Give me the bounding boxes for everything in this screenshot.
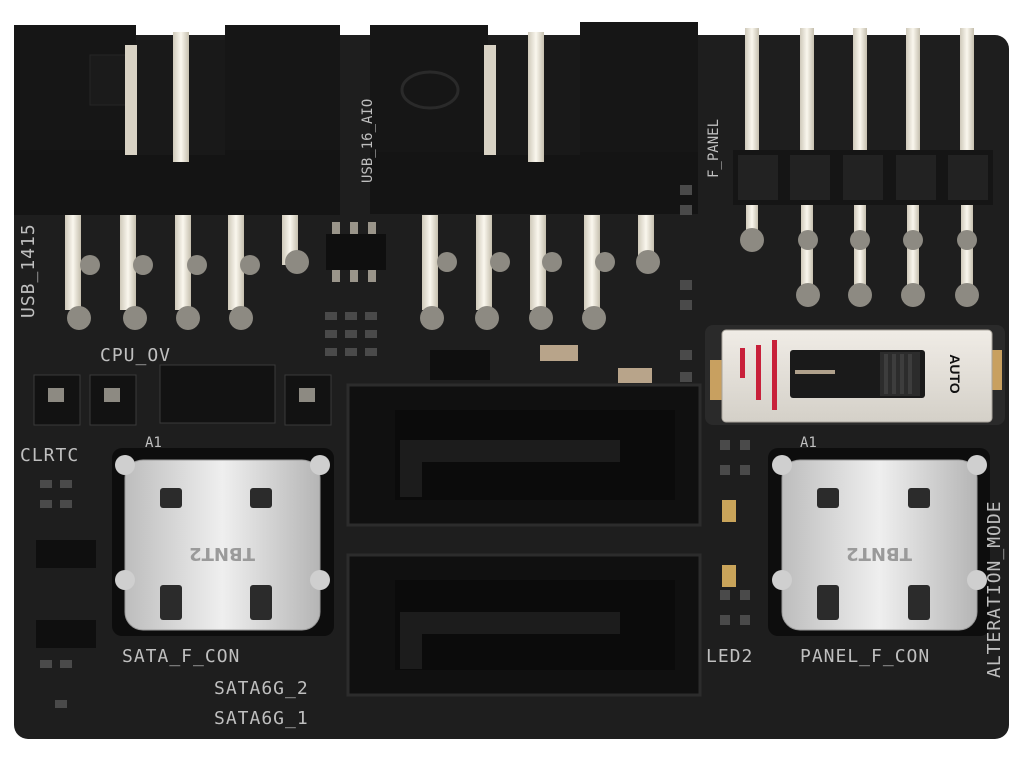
sata6g-2-connector: [346, 383, 702, 527]
usb-1415-header: [14, 25, 340, 330]
usb-c-port-left: TBNT2: [112, 448, 334, 636]
switch-auto-label: AUTO: [947, 354, 963, 394]
switch-red-marks: [740, 340, 777, 410]
label-a1-left: A1: [145, 435, 162, 451]
label-clrtc: CLRTC: [20, 445, 79, 466]
ic-chip-top: [326, 222, 386, 282]
usb-c-engraving-right: TBNT2: [846, 543, 912, 564]
usb-c-port-right: TBNT2: [768, 448, 990, 636]
transistors-left: [36, 540, 96, 648]
usb-16-aio-header: [370, 22, 698, 330]
label-f-panel: F_PANEL: [706, 119, 722, 178]
label-cpu-ov: CPU_OV: [100, 345, 171, 366]
label-a1-right: A1: [800, 435, 817, 451]
led-indicators: [722, 500, 736, 587]
label-sata6g-2: SATA6G_2: [214, 678, 309, 699]
label-alteration-mode: ALTERATION_MODE: [984, 500, 1005, 678]
usb-c-engraving-left: TBNT2: [189, 543, 255, 564]
smd-components: [40, 185, 750, 708]
label-led2: LED2: [706, 646, 753, 667]
label-usb-16-aio: USB_16_AIO: [360, 99, 376, 183]
label-sata-f-con: SATA_F_CON: [122, 646, 240, 667]
f-panel-header: [733, 28, 993, 307]
alteration-mode-switch[interactable]: AUTO: [705, 325, 1005, 425]
sata6g-1-connector: [346, 553, 702, 697]
label-panel-f-con: PANEL_F_CON: [800, 646, 930, 667]
label-usb-1415: USB_1415: [18, 223, 39, 318]
clrtc-jumpers: [33, 364, 332, 426]
label-sata6g-1: SATA6G_1: [214, 708, 309, 729]
